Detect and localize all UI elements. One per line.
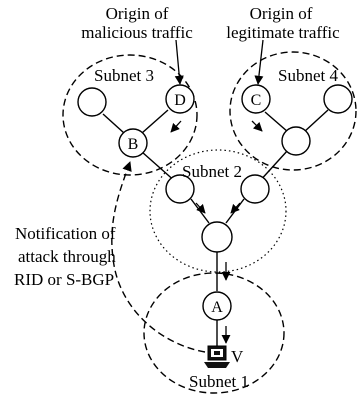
flow-arrows [170,120,263,344]
subnet-4-label: Subnet 4 [278,66,338,85]
routers [77,84,353,321]
router-subnet3-left [77,87,107,117]
notification-arrow [111,161,206,353]
router-subnet2-bottom [201,221,233,253]
router-b [118,128,148,158]
legit-origin-label-line2: legitimate traffic [226,23,340,42]
router-subnet2-right [240,174,270,204]
malicious-origin-label-line2: malicious traffic [81,23,193,42]
link-s2left-s2bottom [190,198,210,224]
subnet-2-boundary [149,149,287,273]
node-label-b: B [128,136,139,153]
malicious-origin-label-line1: Origin of [106,4,169,23]
flow-arrow-s2-right [230,202,241,214]
subnet-1-label: Subnet 1 [189,372,249,391]
notification-label-line2: attack through [18,247,116,266]
malicious-traffic-arrow [174,39,184,85]
router-c [241,84,271,114]
node-label-c: C [251,92,262,109]
link-c-s4merge [264,111,289,133]
subnet-2-label: Subnet 2 [182,162,242,181]
node-label-a: A [211,299,223,316]
router-d [165,84,195,114]
link-n4right-s4merge [303,109,329,133]
victim-label: V [231,347,244,366]
notification-label-line1: Notification of [15,224,116,243]
legitimate-traffic-arrow [254,39,264,85]
link-s2right-s2bottom [225,198,245,224]
subnet-3-boundary [62,54,198,176]
router-subnet4-merge [281,126,311,156]
router-subnet2-left [165,174,195,204]
link-d-b [141,109,169,134]
flow-arrow-s2-left [195,202,206,214]
link-n3left-b [102,113,125,134]
subnet-3-label: Subnet 3 [94,66,154,85]
subnet-1-boundary [143,272,285,394]
subnet-4-boundary [229,51,357,171]
router-subnet4-right [323,84,353,114]
node-label-d: D [174,92,186,109]
flow-arrow-d-b [170,120,182,133]
router-a [202,291,232,321]
flow-arrow-c-merge [251,120,263,132]
victim-computer-icon [204,345,230,368]
legit-origin-label-line1: Origin of [250,4,313,23]
notification-label-line3: RID or S-BGP [14,270,114,289]
